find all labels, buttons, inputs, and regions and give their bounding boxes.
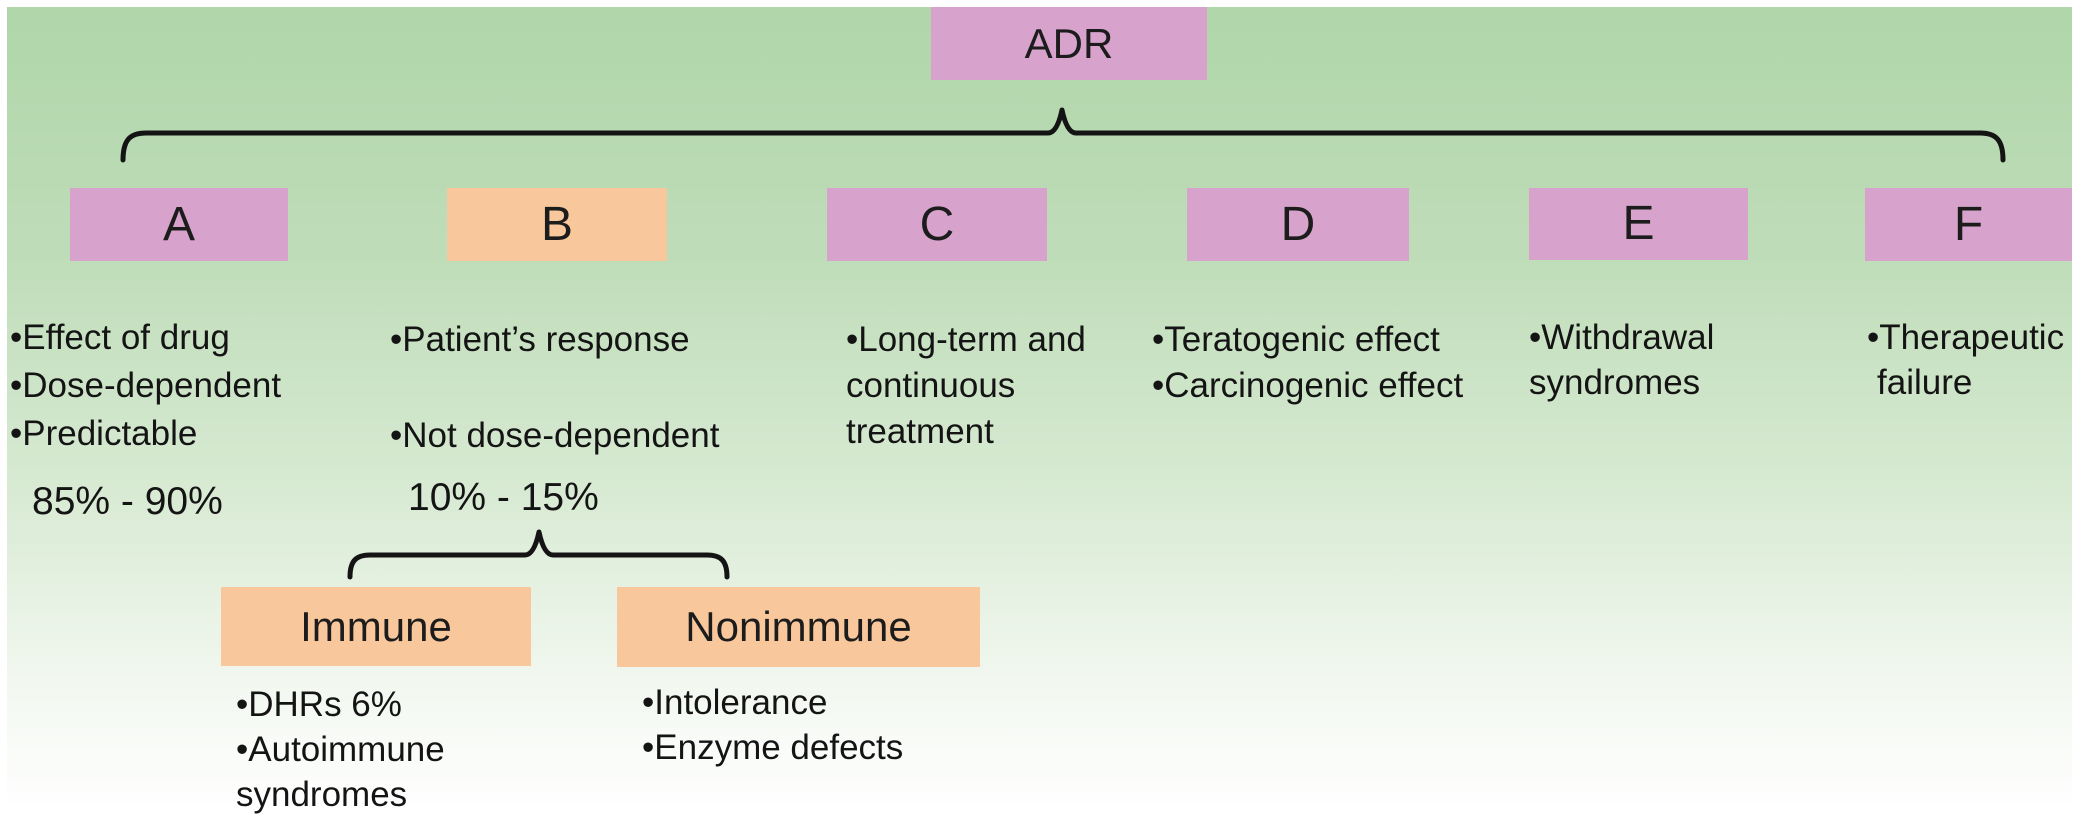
adr-root-box: ADR	[931, 7, 1207, 80]
immune-box: Immune	[221, 587, 531, 666]
nonimmune-label: Nonimmune	[685, 603, 912, 650]
category-box-c: C	[827, 188, 1047, 261]
category-f-bullets: •Therapeutic failure	[1867, 315, 2064, 405]
category-c-bullets: •Long-term and continuous treatment	[846, 317, 1086, 455]
category-label-d: D	[1280, 197, 1316, 251]
col-d-line-1: •Teratogenic effect	[1152, 320, 1440, 359]
category-box-f: F	[1865, 188, 2072, 261]
col-f-line-2: failure	[1877, 363, 1973, 402]
col-a-line-2: •Dose-dependent	[10, 366, 282, 405]
col-c-line-2: continuous	[846, 366, 1016, 405]
category-label-e: E	[1622, 197, 1655, 250]
col-b-line-2: •Not dose-dependent	[390, 416, 720, 455]
nonimmune-line-1: •Intolerance	[642, 683, 828, 722]
col-c-line-1: •Long-term and	[846, 320, 1086, 359]
category-b-bullets: •Patient’s response •Not dose-dependent	[390, 316, 719, 460]
col-e-line-2: syndromes	[1529, 363, 1701, 402]
immune-line-2: •Autoimmune	[236, 730, 445, 769]
immune-line-1: •DHRs 6%	[236, 685, 402, 724]
immune-line-3: syndromes	[236, 775, 408, 814]
col-a-line-3: •Predictable	[10, 414, 198, 453]
col-d-line-2: •Carcinogenic effect	[1152, 366, 1464, 405]
category-d-bullets: •Teratogenic effect •Carcinogenic effect	[1152, 317, 1463, 409]
percent-label-b: 10% - 15%	[408, 476, 599, 519]
category-box-d: D	[1187, 188, 1409, 261]
immune-bullets: •DHRs 6% •Autoimmune syndromes	[236, 682, 445, 817]
col-a-line-1: •Effect of drug	[10, 318, 230, 357]
nonimmune-bullets: •Intolerance •Enzyme defects	[642, 680, 903, 770]
category-label-b: B	[540, 197, 573, 251]
nonimmune-line-2: •Enzyme defects	[642, 728, 904, 767]
category-label-f: F	[1953, 197, 1984, 251]
col-c-line-3: treatment	[846, 412, 994, 451]
category-a-bullets: •Effect of drug •Dose-dependent •Predict…	[10, 314, 281, 458]
category-box-e: E	[1529, 188, 1748, 260]
category-label-a: A	[162, 197, 195, 251]
category-box-a: A	[70, 188, 288, 261]
col-f-line-1: •Therapeutic	[1867, 318, 2065, 357]
col-b-blank-line	[390, 364, 719, 412]
col-e-line-1: •Withdrawal	[1529, 318, 1715, 357]
col-b-line-1: •Patient’s response	[390, 320, 690, 359]
immune-label: Immune	[300, 602, 452, 650]
adr-root-label: ADR	[1024, 19, 1114, 67]
category-label-c: C	[919, 197, 955, 251]
percent-label-a: 85% - 90%	[32, 480, 223, 523]
category-box-b: B	[447, 188, 667, 261]
category-e-bullets: •Withdrawal syndromes	[1529, 315, 1714, 405]
nonimmune-box: Nonimmune	[617, 587, 980, 667]
